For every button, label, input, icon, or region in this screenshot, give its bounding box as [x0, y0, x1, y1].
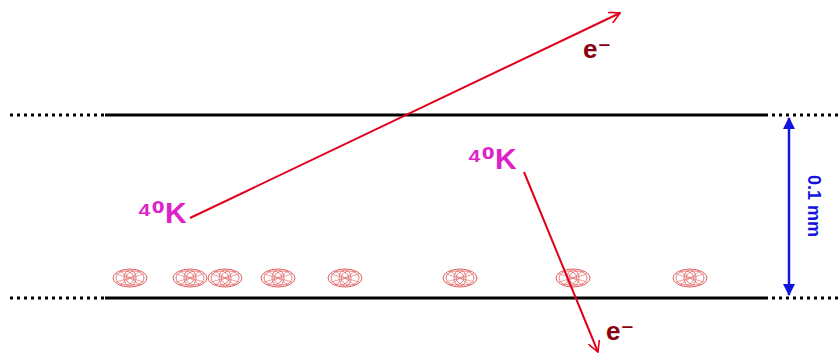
dimension-arrow: [788, 118, 791, 295]
layer-boundary: [10, 115, 838, 298]
isotope-label: ⁴⁰K: [137, 198, 187, 228]
electron-label: e⁻: [606, 318, 634, 344]
electron-track: [524, 172, 598, 352]
cell-row: [113, 269, 707, 287]
isotope-label: ⁴⁰K: [467, 144, 517, 174]
electron-track: [190, 13, 620, 218]
dimension-label: 0.1 mm: [805, 175, 823, 237]
electron-label: e⁻: [583, 36, 611, 62]
